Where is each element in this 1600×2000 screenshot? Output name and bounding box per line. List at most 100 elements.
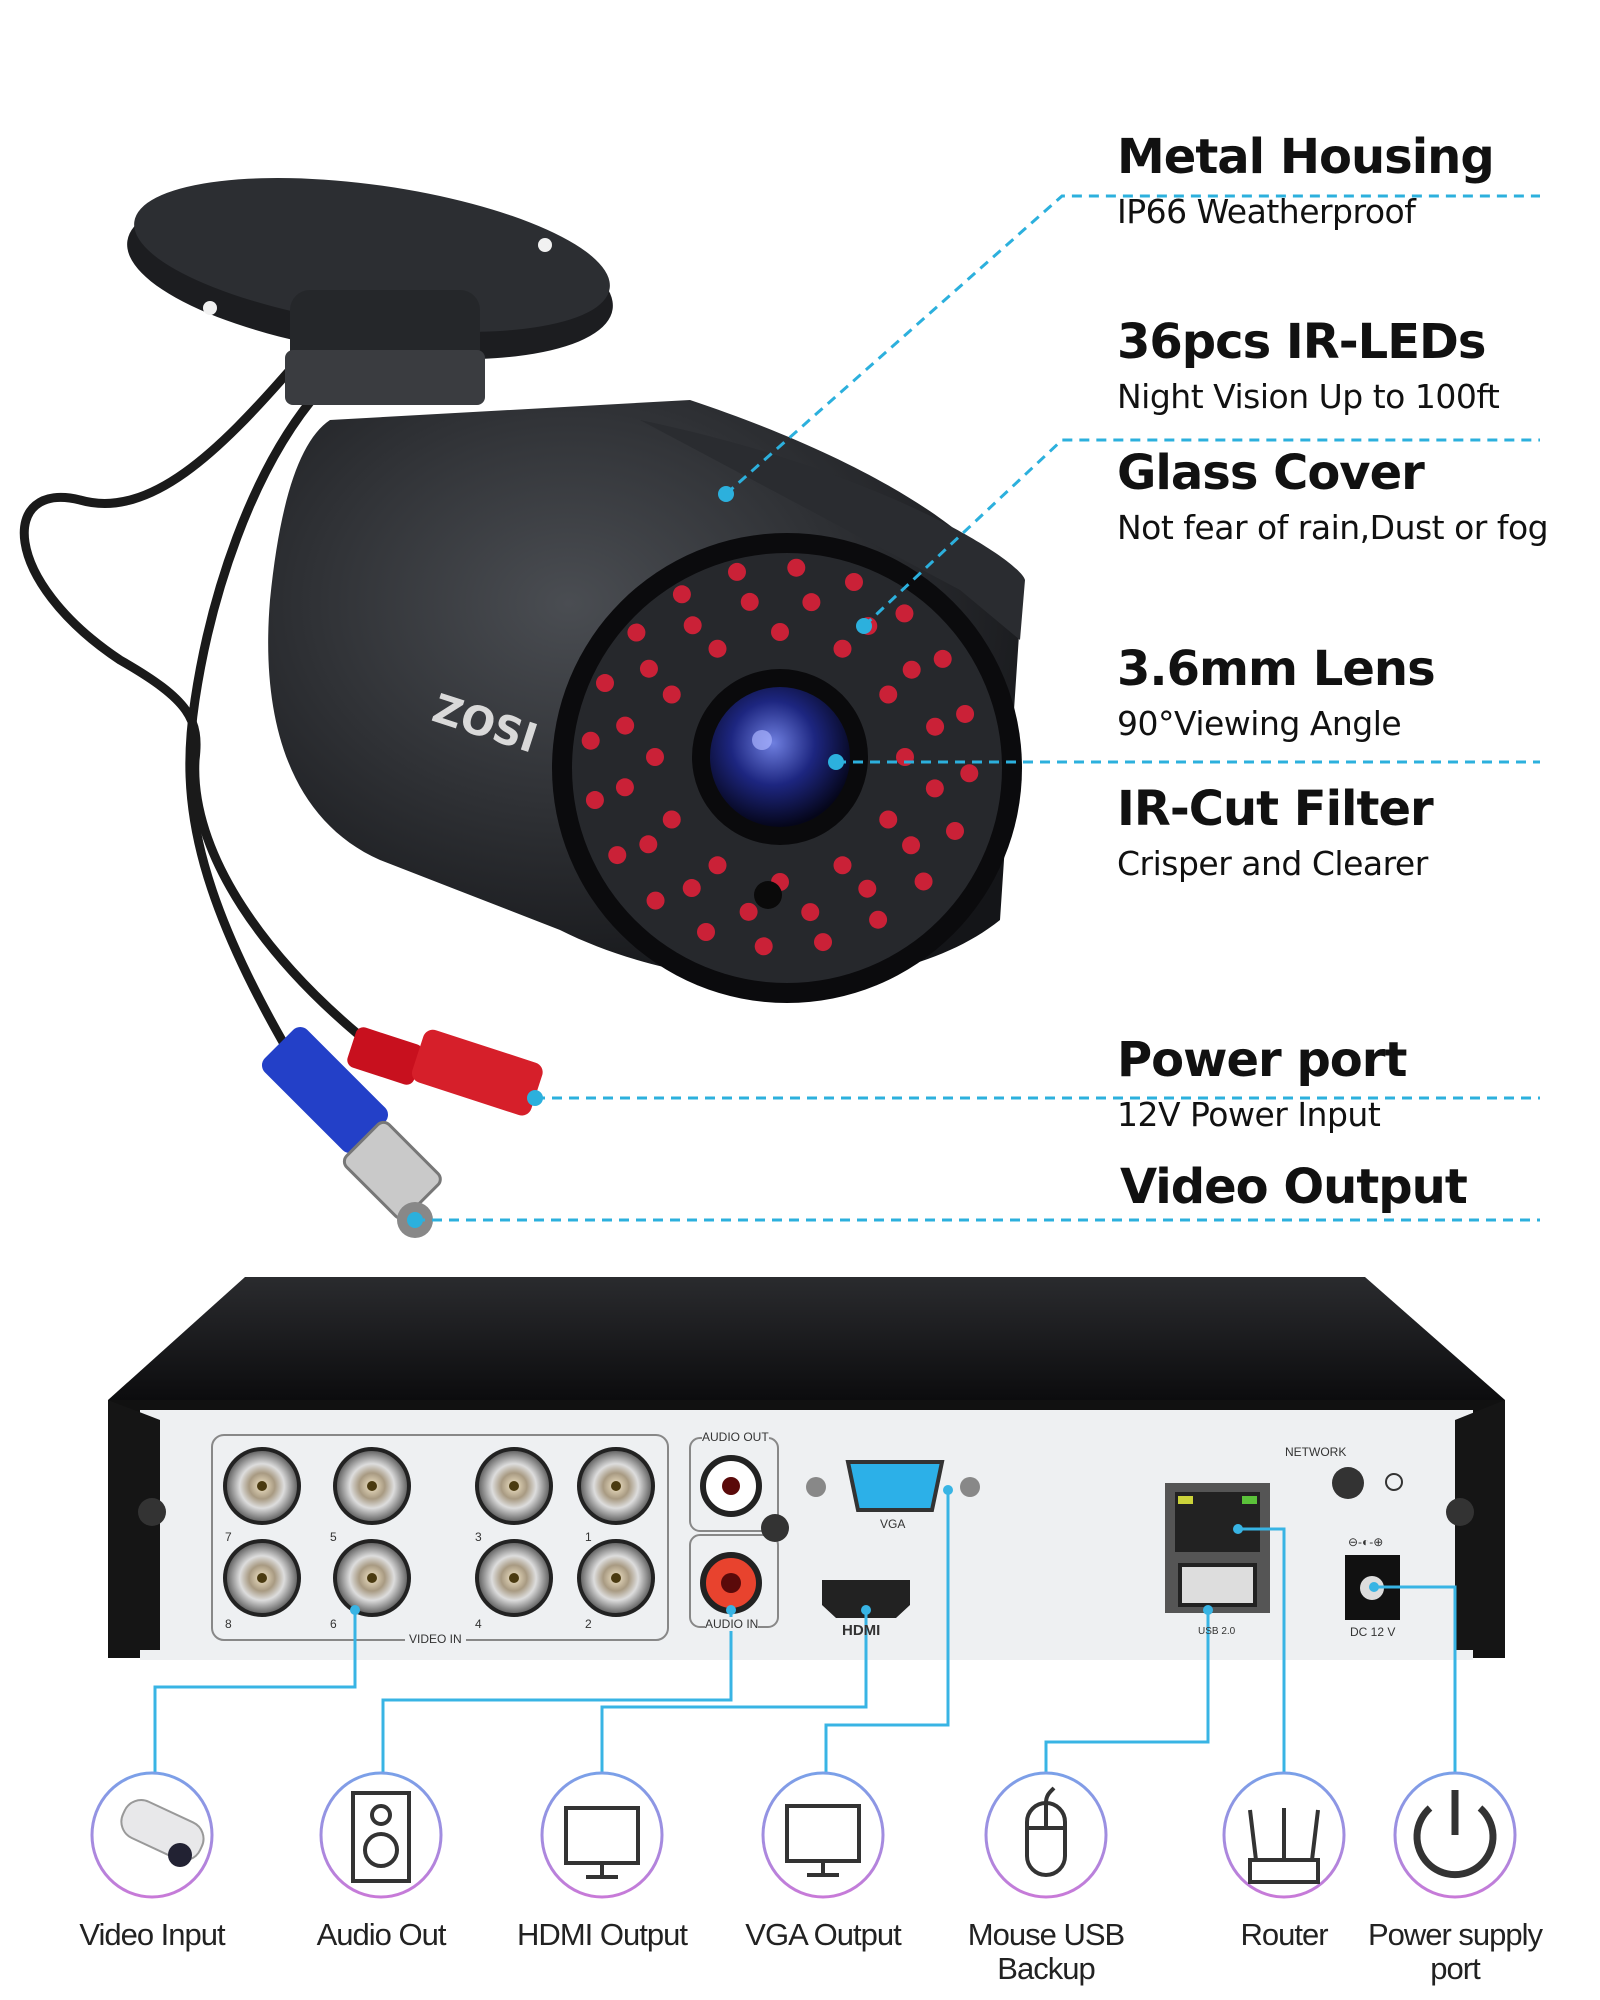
ir-led (833, 856, 852, 875)
ir-led (814, 933, 833, 952)
feature-video-output: Video Output (1120, 1159, 1468, 1215)
callout-lines (415, 194, 1540, 1222)
bnc-connector (261, 1026, 442, 1238)
ir-led (646, 748, 664, 766)
ir-led (708, 856, 727, 875)
dc-label: DC 12 V (1350, 1625, 1396, 1639)
feature-subtitle: Night Vision Up to 100ft (1117, 377, 1500, 416)
bnc-pin (509, 1481, 519, 1491)
ir-led (771, 623, 789, 641)
ir-led (639, 659, 658, 678)
ir-led (946, 821, 965, 840)
ir-led (925, 779, 944, 798)
ir-led (581, 731, 600, 750)
ir-led (879, 685, 898, 704)
ir-led (740, 592, 759, 611)
hdmi-label: HDMI (842, 1622, 881, 1639)
feature-title: Metal Housing (1117, 129, 1495, 185)
bnc-pin (257, 1481, 267, 1491)
callout-dots (407, 486, 872, 1228)
channel-number: 1 (585, 1530, 592, 1544)
bnc-pin (367, 1573, 377, 1583)
ir-led (708, 639, 727, 658)
ir-led (727, 562, 746, 581)
connection-lines (153, 1490, 1457, 1774)
ir-led (869, 910, 888, 929)
ir-led (662, 810, 681, 829)
feature-title: 36pcs IR-LEDs (1117, 314, 1486, 370)
ir-led (833, 639, 852, 658)
feature-title: 3.6mm Lens (1117, 641, 1436, 697)
dc-polarity-label: ⊖-◐-⊕ (1348, 1535, 1384, 1549)
feature-subtitle: Crisper and Clearer (1117, 844, 1428, 883)
ir-led (608, 846, 627, 865)
ir-led (739, 902, 758, 921)
port-label-router: Router (1240, 1917, 1328, 1952)
feature-subtitle: Not fear of rain,Dust or fog (1117, 508, 1549, 547)
ir-led (902, 836, 921, 855)
ir-led (926, 717, 945, 736)
ir-led (933, 649, 952, 668)
bnc-pin (367, 1481, 377, 1491)
ir-led (697, 923, 716, 942)
power-connector (347, 1027, 543, 1116)
channel-number: 3 (475, 1530, 482, 1544)
dvr-recorder (108, 1277, 1505, 1660)
camera-body: ZOSI (268, 400, 1025, 1003)
ir-led (895, 604, 914, 623)
ir-led (801, 903, 820, 922)
port-label-power-supply: Power supply port (1367, 1917, 1543, 1986)
ir-led (914, 872, 933, 891)
vga-port (845, 1460, 945, 1512)
video-in-ports (223, 1447, 655, 1617)
power-icon (1413, 1790, 1497, 1879)
ir-led (879, 810, 898, 829)
ir-led (682, 879, 701, 898)
ir-led (662, 685, 681, 704)
bnc-pin (257, 1573, 267, 1583)
router-icon (1248, 1808, 1320, 1884)
ir-led (616, 716, 635, 735)
ir-led (960, 764, 979, 783)
monitor-icon (564, 1804, 861, 1879)
port-label-hdmi-output: HDMI Output (517, 1917, 688, 1952)
ir-led (787, 558, 806, 577)
ir-led (802, 593, 821, 612)
ir-led (639, 835, 658, 854)
ir-led (646, 891, 665, 910)
ir-led (844, 572, 863, 591)
ir-led (595, 674, 614, 693)
hdmi-port (822, 1580, 910, 1618)
ir-led (585, 791, 604, 810)
port-label-video-input: Video Input (79, 1917, 225, 1952)
feature-title: Power port (1117, 1032, 1407, 1088)
audio-in-label: AUDIO IN (705, 1617, 759, 1631)
video-in-label: VIDEO IN (405, 1632, 466, 1646)
feature-subtitle: 90°Viewing Angle (1117, 704, 1402, 743)
feature-title: Glass Cover (1117, 445, 1425, 501)
ir-led (627, 623, 646, 642)
camera-icon (120, 1799, 205, 1867)
channel-number: 5 (330, 1530, 337, 1544)
ir-led (672, 585, 691, 604)
port-label-audio-out: Audio Out (316, 1917, 447, 1952)
network-label: NETWORK (1285, 1445, 1347, 1459)
bnc-pin (611, 1481, 621, 1491)
usb-label: USB 2.0 (1198, 1626, 1236, 1637)
port-label-mouse-usb: Mouse USB Backup (967, 1917, 1125, 1986)
channel-number: 8 (225, 1617, 232, 1631)
mouse-icon (1025, 1786, 1067, 1877)
ir-led (615, 778, 634, 797)
ir-led (754, 937, 773, 956)
port-label-vga-output: VGA Output (745, 1917, 901, 1952)
bnc-pin (611, 1573, 621, 1583)
feature-title: Video Output (1120, 1159, 1468, 1215)
channel-number: 2 (585, 1617, 592, 1631)
feature-lens: 3.6mm Lens 90°Viewing Angle (1117, 641, 1436, 743)
speaker-icon (351, 1791, 411, 1883)
